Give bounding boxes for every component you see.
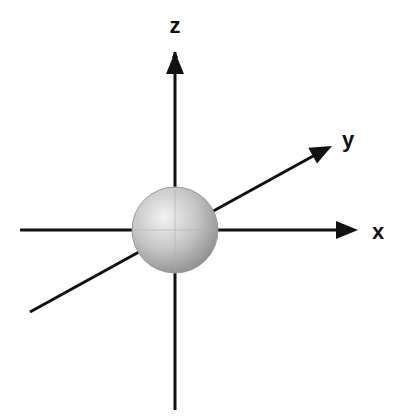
x-arrowhead [336, 221, 358, 239]
sphere-meridian [175, 190, 176, 270]
sphere [132, 187, 218, 273]
axis-label: y [342, 129, 354, 151]
z-arrowhead [166, 52, 184, 74]
axis-label: x [372, 221, 384, 243]
y-axis [30, 155, 315, 312]
axis-label: z [170, 15, 181, 37]
y-arrowhead [308, 146, 332, 164]
